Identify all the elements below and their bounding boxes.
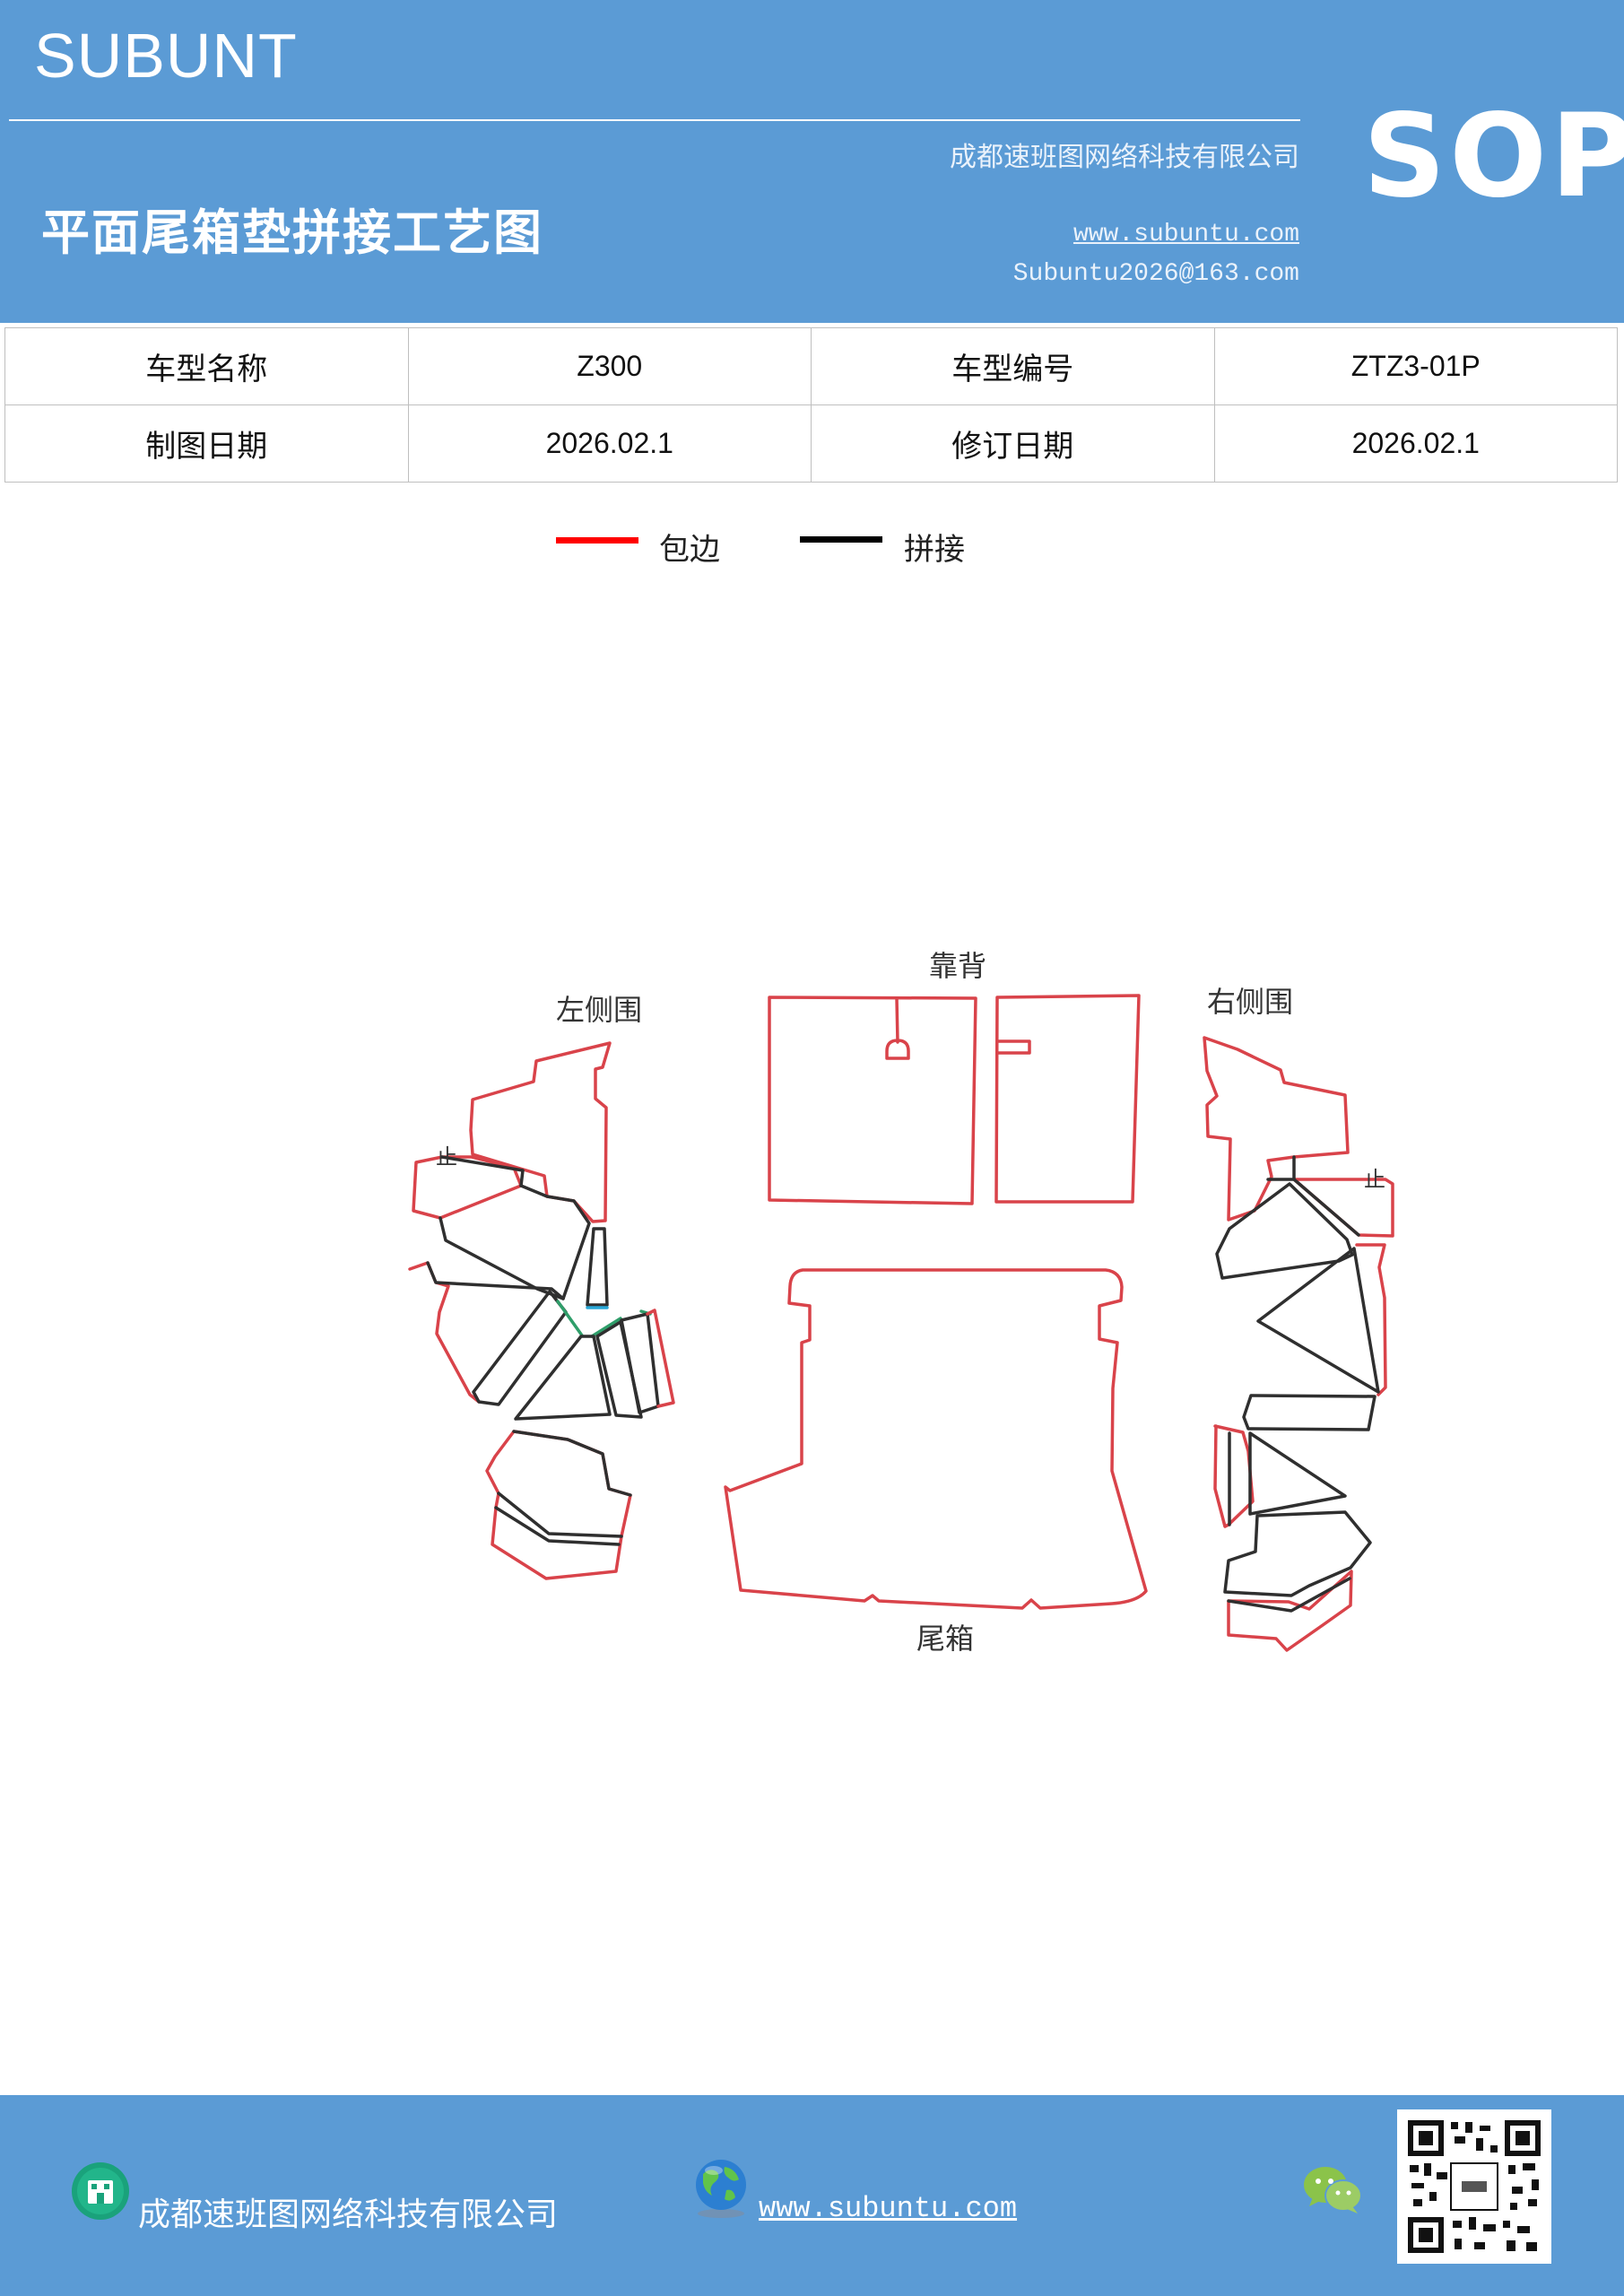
table-row: 制图日期 2026.02.1 修订日期 2026.02.1 [4,404,1618,483]
revision-date-value: 2026.02.1 [1213,404,1618,483]
legend-edge-swatch [556,537,638,544]
right-panel-mid [1215,1182,1354,1280]
header-divider [9,119,1300,121]
right-seam-b [1227,1577,1351,1613]
footer-company-name: 成都速班图网络科技有限公司 [138,2196,559,2233]
left-panel-bottom [485,1430,632,1580]
right-panel-top [1203,1036,1350,1222]
company-name: 成都速班图网络科技有限公司 [950,142,1299,173]
trunk-label: 尾箱 [916,1622,974,1656]
right-seam-a [1266,1155,1360,1237]
revision-date-label: 修订日期 [811,404,1215,483]
vehicle-info-table: 车型名称 Z300 车型编号 ZTZ3-01P 制图日期 2026.02.1 修… [4,327,1618,483]
left-panel-wedge3 [595,1320,643,1419]
legend-seam-label: 拼接 [904,532,965,568]
email-address: Subuntu2026@163.com [1012,260,1299,288]
trunk-floor-panel [724,1268,1148,1610]
backrest-right-panel [994,994,1141,1204]
legend-edge-label: 包边 [659,532,720,568]
draw-date-label: 制图日期 [4,404,409,483]
legend-seam-swatch [800,536,882,543]
left-panel-mid [439,1184,591,1300]
header-banner: SUBUNT 成都速班图网络科技有限公司 平面尾箱垫拼接工艺图 www.subu… [0,0,1624,323]
qr-code [1397,2109,1551,2264]
left-panel-label: 左侧围 [556,993,642,1027]
model-name-value: Z300 [407,327,812,405]
wechat-icon [1304,2167,1362,2213]
right-panel-label: 右侧围 [1207,985,1293,1019]
right-panel-triangle [1228,1431,1347,1526]
left-panel-wedge4 [620,1312,660,1414]
right-stop-mark: 止 [1364,1167,1385,1192]
left-panel-wedge1 [472,1290,568,1406]
left-stop-mark: 止 [436,1144,457,1170]
building-icon [72,2162,129,2220]
left-panel-wedge5 [646,1309,675,1408]
right-panel-lower [1355,1243,1387,1396]
backrest-slit [885,996,910,1060]
right-panel-bar [1242,1394,1376,1431]
left-seam-a [440,1155,525,1187]
backrest-label: 靠背 [929,949,986,983]
model-code-label: 车型编号 [811,327,1215,405]
website-link[interactable]: www.subuntu.com [1073,221,1299,248]
model-code-value: ZTZ3-01P [1213,327,1618,405]
pattern-diagram: 左侧围 靠背 右侧围 尾箱 止 [408,949,1394,1656]
right-panel-base [1223,1510,1372,1597]
table-row: 车型名称 Z300 车型编号 ZTZ3-01P [4,327,1618,405]
footer-website-link[interactable]: www.subuntu.com [759,2192,1018,2225]
backrest-left-panel [768,996,977,1205]
right-panel-wedge [1256,1247,1380,1394]
draw-date-value: 2026.02.1 [407,404,812,483]
page-title: 平面尾箱垫拼接工艺图 [41,204,543,261]
globe-icon [696,2160,746,2218]
model-name-label: 车型名称 [4,327,409,405]
left-panel-narrow [586,1227,609,1307]
right-panel-lower-edge [1213,1424,1255,1528]
sop-badge: SOP [1363,90,1624,223]
left-seam-c [494,1430,632,1546]
brand-name: SUBUNT [34,21,298,91]
left-seam-b [426,1261,565,1300]
left-panel-wedge2 [514,1335,612,1421]
